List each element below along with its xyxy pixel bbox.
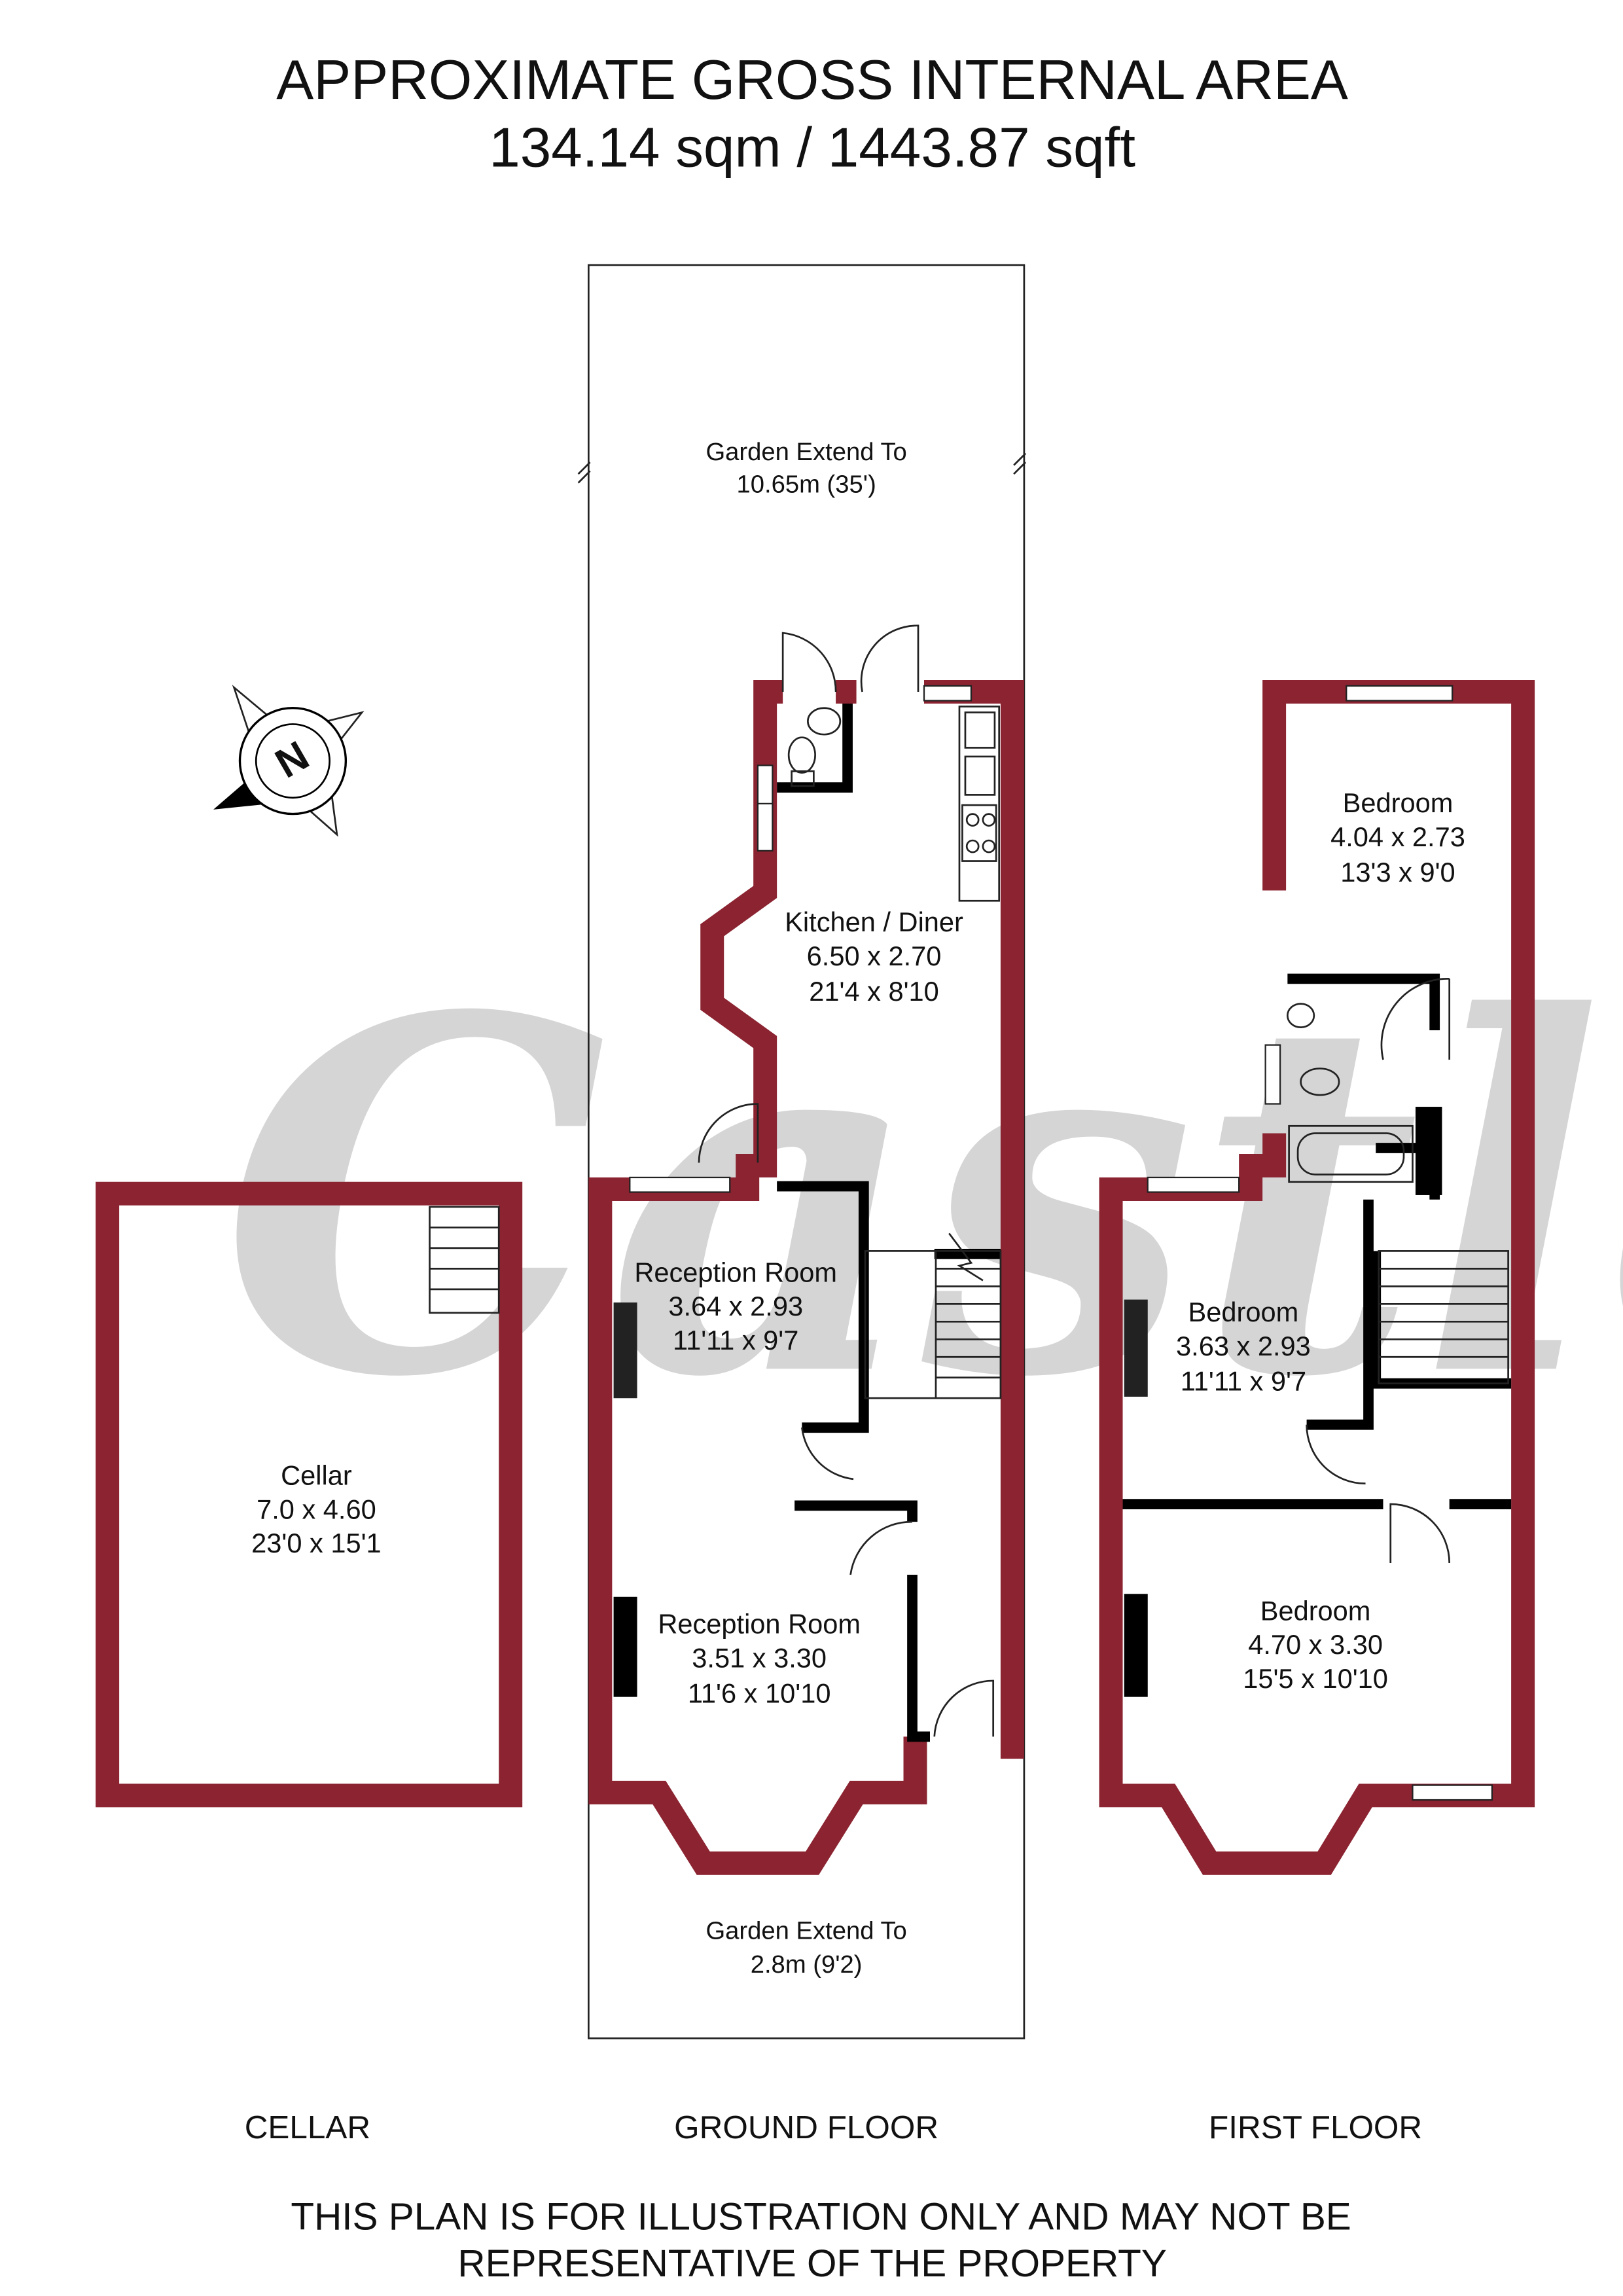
floor-label-first: FIRST FLOOR bbox=[1209, 2109, 1422, 2145]
bedroom1-metric: 4.04 x 2.73 bbox=[1330, 821, 1465, 852]
floor-label-cellar: CELLAR bbox=[245, 2109, 370, 2145]
bedroom1-name: Bedroom bbox=[1343, 787, 1454, 818]
garden-rear-size: 10.65m (35') bbox=[736, 470, 876, 498]
reception1-name: Reception Room bbox=[634, 1257, 837, 1287]
cellar-plan bbox=[96, 1181, 523, 1808]
kitchen-name: Kitchen / Diner bbox=[785, 906, 963, 937]
cellar-imperial: 23'0 x 15'1 bbox=[251, 1528, 382, 1558]
gross-area: 134.14 sqm / 1443.87 sqft bbox=[489, 117, 1135, 179]
page-title: APPROXIMATE GROSS INTERNAL AREA bbox=[276, 49, 1348, 111]
first-floor-plan bbox=[1099, 680, 1535, 1875]
garden-front-size: 2.8m (9'2) bbox=[751, 1950, 863, 1979]
cellar-name: Cellar bbox=[281, 1460, 352, 1491]
ground-floor-plan bbox=[588, 624, 1024, 1875]
reception1-metric: 3.64 x 2.93 bbox=[668, 1291, 803, 1321]
garden-rear-label: Garden Extend To bbox=[705, 438, 906, 466]
disclaimer-line-1: THIS PLAN IS FOR ILLUSTRATION ONLY AND M… bbox=[291, 2195, 1351, 2238]
kitchen-imperial: 21'4 x 8'10 bbox=[809, 976, 939, 1007]
bedroom1-imperial: 13'3 x 9'0 bbox=[1340, 857, 1455, 888]
disclaimer-line-2: REPRESENTATIVE OF THE PROPERTY bbox=[457, 2242, 1166, 2285]
reception1-imperial: 11'11 x 9'7 bbox=[673, 1325, 798, 1355]
bedroom3-imperial: 15'5 x 10'10 bbox=[1243, 1663, 1388, 1694]
garden-front-label: Garden Extend To bbox=[705, 1916, 906, 1945]
bedroom3-name: Bedroom bbox=[1260, 1595, 1371, 1626]
cellar-metric: 7.0 x 4.60 bbox=[257, 1494, 376, 1524]
reception2-metric: 3.51 x 3.30 bbox=[692, 1642, 827, 1673]
kitchen-metric: 6.50 x 2.70 bbox=[807, 941, 942, 971]
compass-icon: N bbox=[213, 685, 365, 837]
bedroom3-metric: 4.70 x 3.30 bbox=[1248, 1629, 1383, 1660]
floor-label-ground: GROUND FLOOR bbox=[674, 2109, 938, 2145]
bedroom2-imperial: 11'11 x 9'7 bbox=[1181, 1366, 1306, 1397]
reception2-imperial: 11'6 x 10'10 bbox=[688, 1677, 831, 1708]
bedroom2-metric: 3.63 x 2.93 bbox=[1176, 1331, 1311, 1361]
reception2-name: Reception Room bbox=[658, 1609, 861, 1640]
bedroom2-name: Bedroom bbox=[1188, 1297, 1299, 1327]
